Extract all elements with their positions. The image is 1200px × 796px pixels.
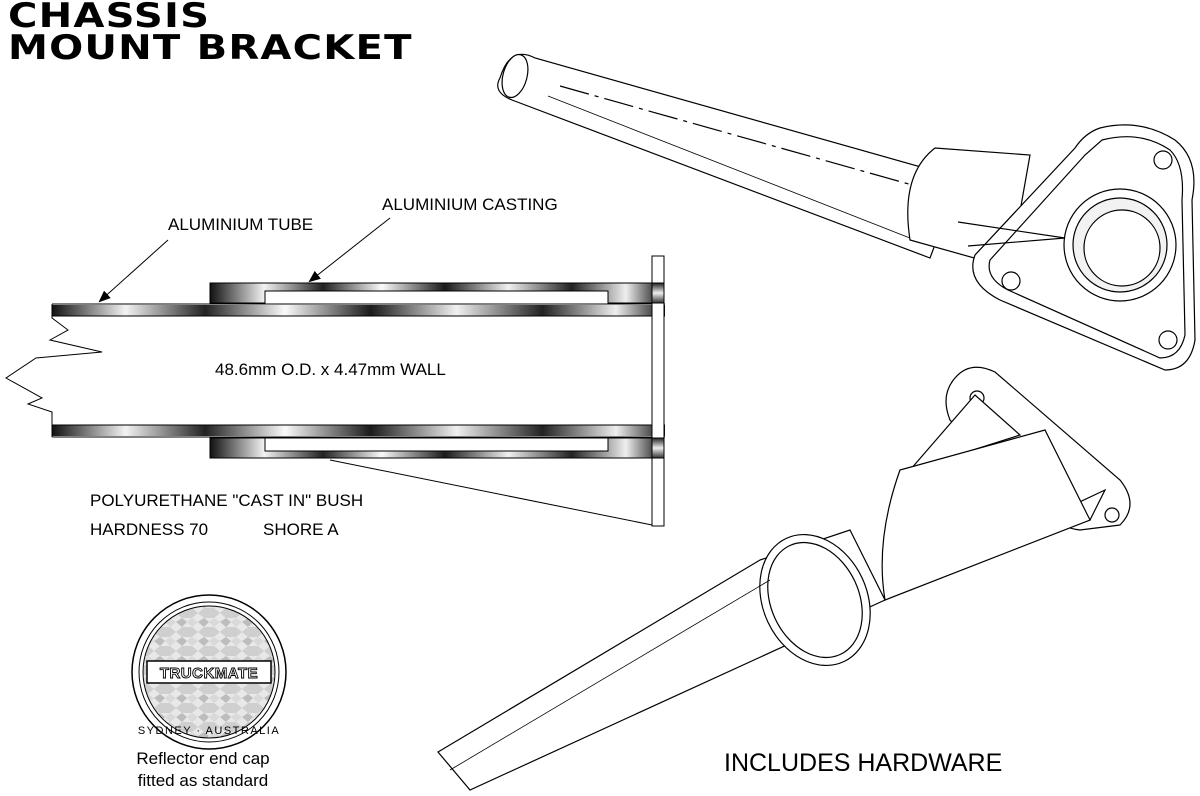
tube-wall-bottom [52, 425, 665, 436]
upper-tube-end [501, 53, 529, 99]
label-bush-material: POLYURETHANE "CAST IN" BUSH [90, 491, 364, 510]
label-aluminium-tube: ALUMINIUM TUBE [168, 215, 314, 234]
label-bush-scale: SHORE A [263, 520, 339, 539]
end-cap-caption: Reflector end cap fitted as standard [98, 748, 308, 792]
bracket-3d-lower [437, 366, 1131, 791]
leader-arrow-casting [308, 217, 391, 283]
upper-bolt-hole-3 [1158, 330, 1178, 350]
label-aluminium-casting: ALUMINIUM CASTING [382, 195, 558, 214]
upper-tube-body [497, 53, 961, 259]
label-bush-hardness: HARDNESS 70 [90, 520, 209, 539]
upper-tube-shade-line [547, 95, 916, 241]
label-includes-hardware: INCLUDES HARDWARE [724, 749, 1003, 777]
bush-bottom [264, 437, 609, 452]
bracket-3d-upper [497, 53, 1196, 371]
flange-bottom-section [651, 437, 665, 459]
end-cap-brand: TRUCKMATE [160, 665, 258, 682]
title-line-1: CHASSIS [8, 0, 211, 36]
upper-bolt-hole-2 [1001, 271, 1021, 291]
end-cap-brand-band [146, 660, 272, 684]
lower-collar [881, 429, 1091, 601]
upper-tube-highlight [559, 85, 931, 191]
tube-break-line [5, 304, 103, 437]
lower-tube-shade-line [449, 579, 771, 771]
cross-section [5, 217, 665, 527]
lower-tube-ring [759, 533, 871, 667]
lower-tube-ring-inner [767, 541, 863, 659]
diagram-title: CHASSIS MOUNT BRACKET [8, 0, 412, 65]
end-cap-location: SYDNEY · AUSTRALIA [138, 725, 280, 737]
end-cap-caption-line-1: Reflector end cap [136, 749, 270, 768]
bush-top [264, 290, 609, 305]
flange-top-section [651, 282, 665, 304]
tube-wall-top [52, 305, 665, 316]
lower-bolt-hole-2 [1104, 507, 1120, 523]
upper-rib [957, 221, 1066, 247]
upper-bolt-hole-1 [1153, 150, 1173, 170]
upper-bore-inner [1083, 209, 1161, 287]
title-line-2: MOUNT BRACKET [8, 28, 413, 68]
label-tube-spec: 48.6mm O.D. x 4.47mm WALL [215, 360, 446, 379]
gusset-edge [329, 459, 653, 526]
leader-arrow-tube [98, 239, 169, 303]
reflector-end-cap: TRUCKMATE SYDNEY · AUSTRALIA [131, 594, 287, 750]
upper-flange-inner-edge [988, 136, 1186, 359]
end-cap-caption-line-2: fitted as standard [137, 771, 269, 790]
